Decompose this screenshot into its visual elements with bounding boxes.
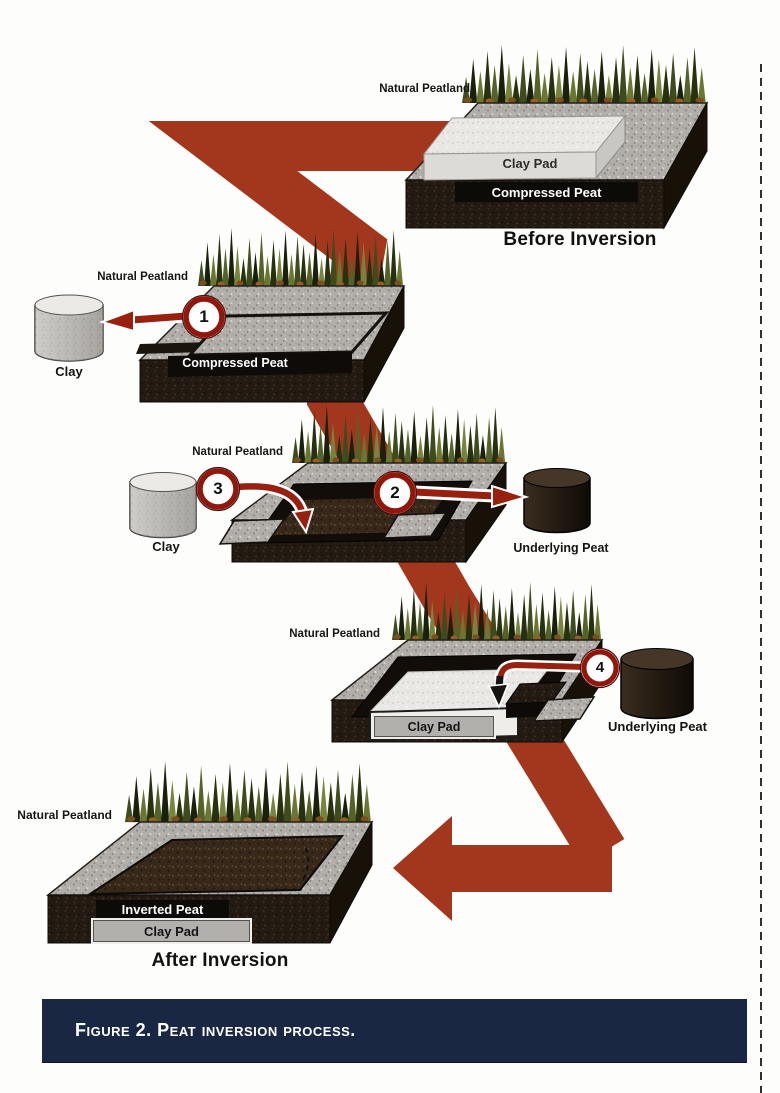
clay-cylinder-label-step1: Clay [55,364,83,379]
underlying-peat-label-steps23: Underlying Peat [513,541,609,555]
trees-row [462,45,706,104]
step-3-circle [195,466,241,512]
stage-1-art [34,228,406,403]
natural-peatland-label-before: Natural Peatland [379,83,470,95]
compressed-peat-bar-step1: Compressed Peat [182,356,288,370]
clay-cylinder [34,294,104,362]
stage-2-3-art [129,405,591,564]
step-number-4: 4 [595,659,605,676]
step-number-2: 2 [390,483,400,502]
clay-pad-bar-step4: Clay Pad [374,716,494,737]
underlying-peat-cylinder [620,648,694,720]
step-2-arrow [413,484,530,509]
step-2-circle [372,470,418,516]
trees-row [125,761,371,823]
natural-peatland-label-after: Natural Peatland [17,808,112,822]
step-number-3: 3 [213,479,223,498]
underlying-peat-label-step4: Underlying Peat [608,719,707,734]
clay-cylinder [129,472,197,539]
step-1-circle [181,294,227,340]
natural-peatland-label-steps23: Natural Peatland [192,446,283,458]
inverted-peat-surface [86,834,345,896]
step-4-circle [579,647,621,689]
figure-caption-bar: Figure 2. Peat inversion process. [42,999,747,1062]
clay-pad-slab [422,114,627,181]
natural-peatland-label-step1: Natural Peatland [97,271,188,283]
compressed-peat-bar-before: Compressed Peat [455,182,638,202]
step-4-arrow [487,659,585,709]
natural-peatland-label-step4: Natural Peatland [289,628,380,640]
after-inversion-caption: After Inversion [151,950,289,971]
stage-before-inversion-art [404,45,709,230]
flow-arrowhead [393,816,612,921]
step-number-1: 1 [199,307,209,326]
step-1-arrow [98,308,187,333]
before-inversion-caption: Before Inversion [503,229,657,250]
inverted-peat-bar-after: Inverted Peat [96,900,229,919]
clay-pad-bar-after: Clay Pad [93,920,250,942]
figure-caption: Figure 2. Peat inversion process. [75,1020,356,1040]
compressed-peat-mound [168,311,390,377]
step-3-arrow [236,480,315,535]
page-dashed-border [760,64,762,1093]
clay-cylinder-label-steps23: Clay [152,539,180,554]
underlying-peat-cylinder [523,468,591,534]
clay-pad-label-before: Clay Pad [502,156,558,171]
